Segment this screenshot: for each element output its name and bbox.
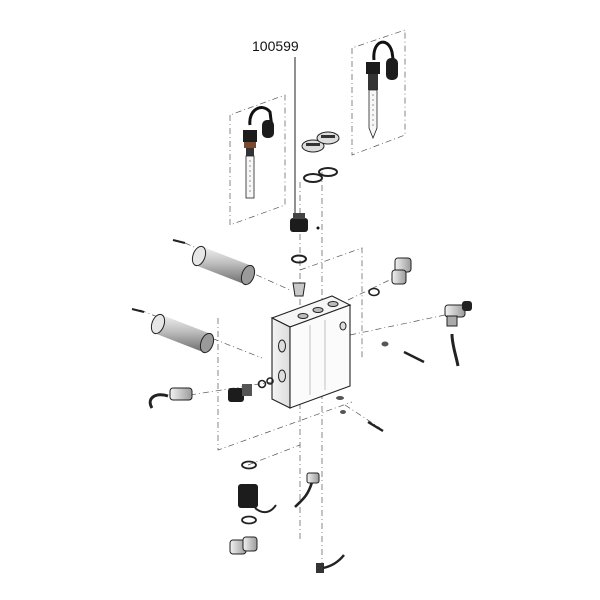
sensor-probe-left [243, 106, 274, 199]
cylinder-upper [172, 239, 256, 286]
lower-o-rings [241, 460, 257, 525]
plug-caps [301, 131, 340, 153]
lower-elbow-fitting [229, 536, 258, 555]
sensor-probe-right [366, 40, 398, 140]
plug-fitting-left [228, 377, 274, 402]
cylinder-lower [131, 308, 215, 354]
lower-valve-body [238, 484, 277, 514]
lower-tube-fitting [294, 472, 320, 508]
o-rings-top [303, 167, 338, 183]
drain-fitting [316, 554, 345, 573]
nozzle-100599 [290, 213, 320, 297]
bolt-right [336, 341, 425, 433]
part-number-label: 100599 [252, 38, 299, 54]
valve-fitting-right [444, 301, 472, 367]
guide-lines [139, 29, 446, 575]
sensor-fitting-left [148, 387, 193, 409]
manifold-block [270, 295, 352, 409]
elbow-fitting-right [368, 257, 412, 297]
